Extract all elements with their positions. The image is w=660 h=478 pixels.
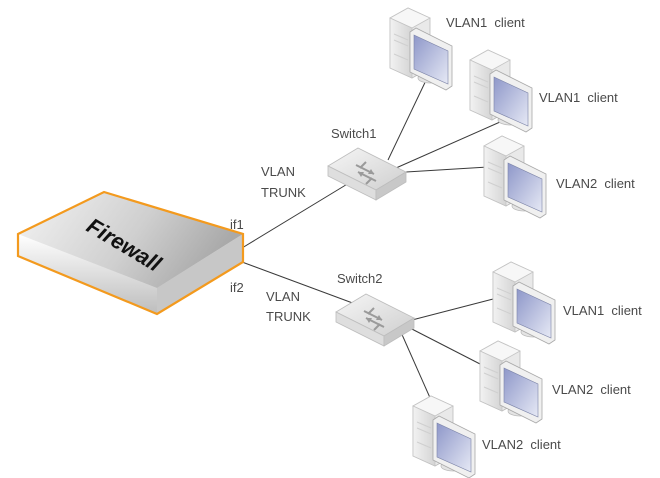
link-switch2-client2 — [405, 325, 483, 366]
switch1-label: Switch1 — [331, 126, 377, 141]
switch1[interactable] — [327, 147, 407, 201]
client-2[interactable] — [469, 49, 533, 133]
link-switch2-client1 — [411, 297, 498, 321]
client-2-label: VLAN1 client — [539, 90, 618, 105]
switch-icon — [335, 293, 415, 347]
firewall[interactable]: Firewall — [16, 190, 245, 316]
computer-icon — [389, 7, 453, 91]
trunk1-label-line1: VLAN — [261, 164, 295, 179]
link-switch1-client2 — [395, 121, 501, 169]
trunk-line-if1 — [241, 179, 355, 249]
computer-icon — [469, 49, 533, 133]
client-4[interactable] — [492, 261, 556, 345]
computer-icon — [479, 340, 543, 424]
trunk1-label-line2: TRUNK — [261, 185, 306, 200]
client-3-label: VLAN2 client — [556, 176, 635, 191]
client-1[interactable] — [389, 7, 453, 91]
client-6-label: VLAN2 client — [482, 437, 561, 452]
link-switch1-client1 — [387, 71, 431, 161]
trunk2-label-line2: TRUNK — [266, 309, 311, 324]
link-switch2-client3 — [399, 329, 432, 401]
switch-icon — [327, 147, 407, 201]
firewall-outline — [16, 190, 245, 316]
link-switch1-client3 — [405, 166, 489, 173]
interface-label-if2: if2 — [230, 280, 244, 295]
trunk2-label-line1: VLAN — [266, 289, 300, 304]
computer-icon — [492, 261, 556, 345]
client-6[interactable] — [412, 395, 476, 478]
client-5[interactable] — [479, 340, 543, 424]
client-4-label: VLAN1 client — [563, 303, 642, 318]
switch2[interactable] — [335, 293, 415, 347]
trunk-line-if2 — [241, 261, 359, 306]
client-1-label: VLAN1 client — [446, 15, 525, 30]
computer-icon — [412, 395, 476, 478]
connections — [241, 71, 501, 401]
interface-label-if1: if1 — [230, 217, 244, 232]
client-5-label: VLAN2 client — [552, 382, 631, 397]
client-3[interactable] — [483, 135, 547, 219]
computer-icon — [483, 135, 547, 219]
switch2-label: Switch2 — [337, 271, 383, 286]
